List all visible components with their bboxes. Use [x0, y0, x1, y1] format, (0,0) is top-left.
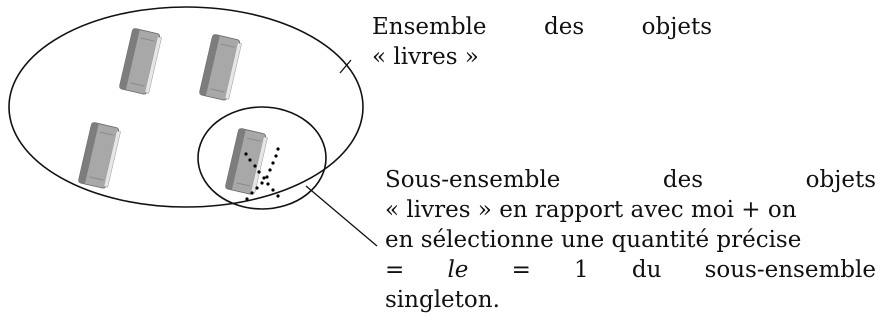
book-icon-selected — [225, 128, 268, 195]
set-ellipse — [8, 6, 364, 208]
subset-label-word: = — [385, 257, 405, 283]
subset-label-word: = — [511, 257, 531, 283]
set-label-word: objets — [641, 14, 712, 40]
subset-label-word: objets — [805, 167, 876, 193]
subset-ellipse — [197, 106, 327, 210]
subset-label: Sous-ensemble des objets « livres » en r… — [385, 165, 876, 315]
subset-label-line2: « livres » en rapport avec moi + on — [385, 195, 876, 225]
book-icon-top-right — [199, 34, 242, 101]
set-label-pointer — [339, 59, 352, 74]
subset-label-word: 1 — [574, 257, 589, 283]
set-label-word: Ensemble — [372, 14, 487, 40]
subset-label-word: Sous-ensemble — [385, 167, 561, 193]
book-icon-bottom-left — [78, 122, 121, 189]
subset-label-word: du — [631, 257, 662, 283]
set-label: Ensemble des objets « livres » — [372, 12, 712, 72]
subset-label-text: en sélectionne une quantité précise — [385, 227, 802, 253]
book-icon-top-left — [119, 28, 162, 95]
subset-label-line3: en sélectionne une quantité précise — [385, 225, 876, 255]
subset-label-word-italic: le — [447, 257, 469, 283]
subset-label-pointer — [305, 185, 378, 247]
subset-label-word: sous-ensemble — [704, 257, 876, 283]
set-label-line1: Ensemble des objets — [372, 12, 712, 42]
subset-label-line5: singleton. — [385, 287, 500, 313]
subset-label-line4: = le = 1 du sous-ensemble — [385, 255, 876, 285]
subset-label-word: des — [662, 167, 704, 193]
selection-x-mark — [244, 147, 280, 201]
subset-label-line1: Sous-ensemble des objets — [385, 165, 876, 195]
set-label-line2: « livres » — [372, 44, 479, 70]
subset-label-text: « livres » en rapport avec moi + on — [385, 197, 797, 223]
set-label-word: des — [544, 14, 585, 40]
